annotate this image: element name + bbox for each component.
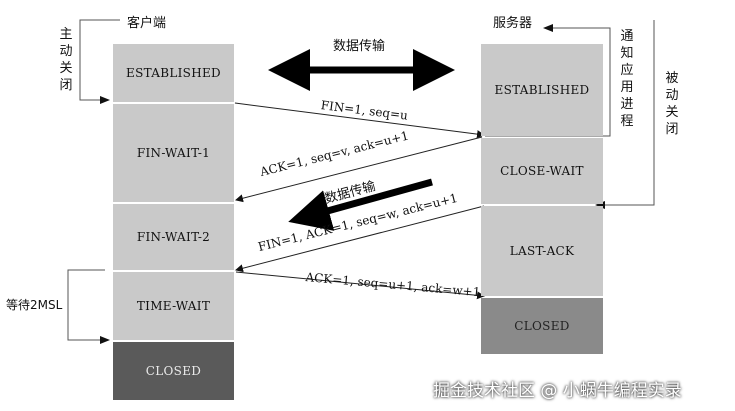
server-state-established: ESTABLISHED bbox=[481, 44, 603, 136]
fin-arrow bbox=[234, 102, 485, 139]
client-state-fin-wait-1: FIN-WAIT-1 bbox=[113, 104, 234, 202]
time-wait-bracket bbox=[67, 269, 105, 341]
passive-close-bracket bbox=[600, 20, 655, 206]
client-state-closed: CLOSED bbox=[113, 342, 234, 400]
final-ack-arrow bbox=[235, 271, 485, 300]
watermark: 掘金技术社区 @ 小蜗牛编程实录 bbox=[433, 381, 682, 401]
wait-2msl-label: 等待2MSL bbox=[6, 298, 63, 312]
ack-arrow bbox=[235, 136, 483, 203]
notify-app-bracket bbox=[485, 27, 611, 137]
active-close-bracket bbox=[79, 19, 120, 101]
client-state-fin-wait-2: FIN-WAIT-2 bbox=[113, 204, 234, 270]
server-title: 服务器 bbox=[493, 16, 533, 31]
passive-close-label: 被动关闭 bbox=[665, 71, 679, 137]
client-title: 客户端 bbox=[127, 16, 167, 31]
client-state-established: ESTABLISHED bbox=[113, 44, 234, 102]
server-state-closed: CLOSED bbox=[481, 298, 603, 354]
notify-app-label: 通知应用进程 bbox=[620, 29, 634, 129]
server-state-last-ack: LAST-ACK bbox=[481, 206, 603, 296]
fin-ack-arrow bbox=[235, 205, 485, 273]
data-transfer-label: 数据传输 bbox=[333, 39, 386, 54]
client-state-time-wait: TIME-WAIT bbox=[113, 272, 234, 340]
active-close-label: 主动关闭 bbox=[59, 27, 73, 93]
data-transfer-oneway-arrow bbox=[288, 178, 433, 231]
server-state-close-wait: CLOSE-WAIT bbox=[481, 138, 603, 204]
